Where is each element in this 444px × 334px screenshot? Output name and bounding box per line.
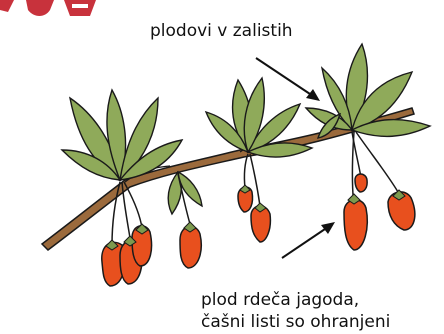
arrow-icon-bottom: [282, 222, 335, 258]
arrow-icon: [256, 58, 320, 101]
label-red-berry: plod rdeča jagoda, čašni listi so ohranj…: [201, 289, 390, 333]
logo-corner-icon: [0, 0, 96, 16]
label-red-berry-line1: plod rdeča jagoda,: [201, 289, 390, 311]
label-red-berry-line2: čašni listi so ohranjeni: [201, 311, 390, 333]
label-fruits-in-axils: plodovi v zalistih: [150, 20, 293, 42]
